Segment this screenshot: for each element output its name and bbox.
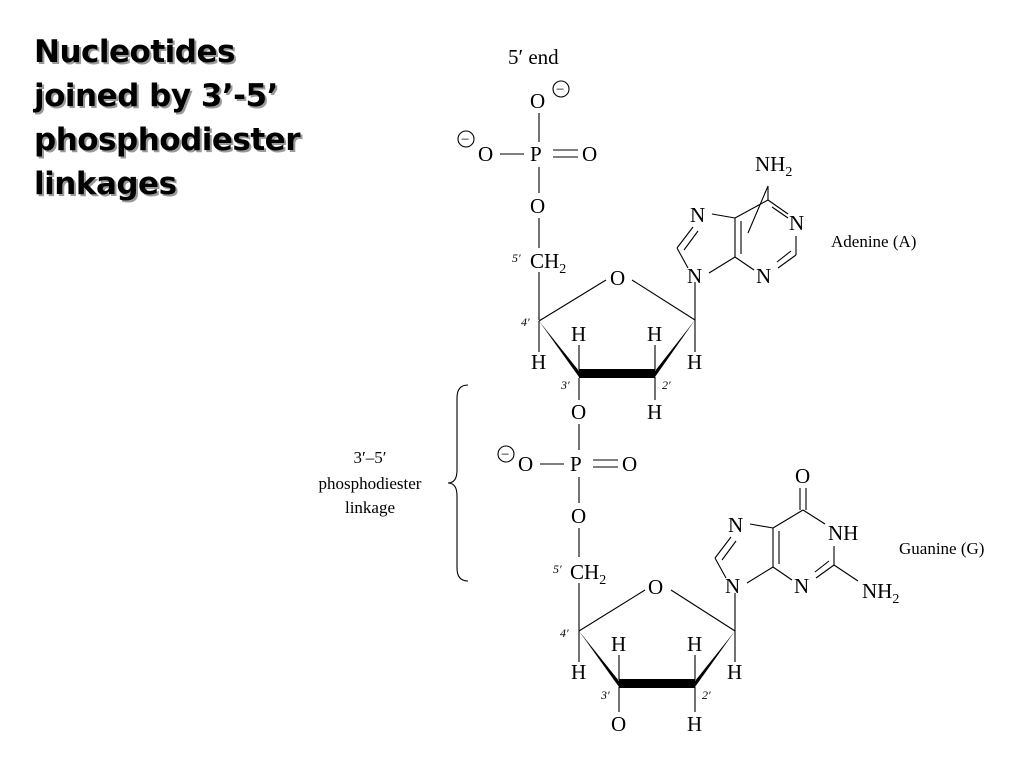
top-ribose-sugar: 5′ CH2 4′ O H H H H 3′ 2′ H	[512, 249, 702, 424]
top-phosphate-double-bond-oxygen: O	[582, 142, 597, 166]
bottom-ring-oxygen: O	[648, 575, 663, 599]
linkage-oxygen-negative-charge: −	[497, 445, 515, 463]
bottom-four-prime-label: 4′	[560, 626, 569, 640]
bottom-five-prime-label: 5′	[553, 562, 562, 576]
adenine-n9: N	[687, 264, 702, 288]
title-line-2: joined by 3’-5’	[34, 78, 278, 114]
svg-text:−: −	[461, 132, 469, 148]
left-oxygen-negative-charge: −	[457, 130, 475, 148]
top-phosphorus: P	[530, 142, 542, 166]
linkage-left-oxygen: O	[518, 452, 533, 476]
linkage-three-prime-oxygen: O	[571, 400, 586, 424]
five-prime-end-label: 5′ end	[508, 45, 559, 69]
top-three-prime-label: 3′	[560, 378, 570, 392]
top-ester-oxygen: O	[530, 194, 545, 218]
bottom-ch2: CH2	[570, 560, 606, 588]
adenine-label: Adenine (A)	[831, 232, 916, 251]
guanine-nh2: NH2	[862, 579, 899, 607]
adenine-n7: N	[690, 203, 705, 227]
linkage-double-bond-oxygen: O	[622, 452, 637, 476]
top-ch2: CH2	[530, 249, 566, 277]
bottom-h-2-up: H	[687, 632, 702, 656]
linkage-five-prime-oxygen: O	[571, 504, 586, 528]
guanine-n3: N	[794, 574, 809, 598]
bottom-h-1: H	[727, 660, 742, 684]
top-phosphate-group: O − − O P O O	[457, 80, 597, 248]
bottom-two-prime-label: 2′	[702, 688, 711, 702]
top-h-2-down: H	[647, 400, 662, 424]
top-h-4: H	[531, 350, 546, 374]
guanine-carbonyl-oxygen: O	[795, 464, 810, 488]
top-h-1: H	[687, 350, 702, 374]
top-ring-oxygen: O	[610, 266, 625, 290]
title-line-3: phosphodiester	[34, 122, 301, 158]
bottom-h-2-down: H	[687, 712, 702, 736]
top-two-prime-label: 2′	[662, 378, 671, 392]
top-oxygen-negative-charge: −	[552, 80, 570, 98]
guanine-label: Guanine (G)	[899, 539, 984, 558]
adenine-nh2: NH2	[755, 152, 792, 180]
slide-title: Nucleotides joined by 3’-5’ phosphodiest…	[34, 30, 301, 206]
bottom-h-4: H	[571, 660, 586, 684]
linkage-phosphate-group: O − O P O O	[497, 378, 637, 557]
guanine-n7: N	[728, 513, 743, 537]
top-h-3-up: H	[571, 322, 586, 346]
top-five-prime-label: 5′	[512, 251, 521, 265]
top-phosphate-oxygen: O	[530, 89, 545, 113]
linkage-label: 3′–5′ phosphodiester linkage	[319, 448, 422, 517]
svg-text:−: −	[556, 82, 564, 98]
adenine-n1: N	[789, 211, 804, 235]
guanine-base: O NH NH2 N N N	[714, 464, 899, 607]
svg-text:3′–5′: 3′–5′	[354, 448, 387, 467]
bottom-ribose-sugar: 5′ CH2 4′ O H H H H 3′ 2′ O H	[553, 560, 742, 736]
top-four-prime-label: 4′	[521, 315, 530, 329]
svg-text:−: −	[501, 447, 509, 463]
top-h-2-up: H	[647, 322, 662, 346]
adenine-n3: N	[756, 264, 771, 288]
linkage-brace	[447, 384, 469, 582]
adenine-base: NH2 N N N N	[676, 152, 804, 288]
title-line-4: linkages	[34, 166, 177, 202]
bottom-three-prime-label: 3′	[600, 688, 610, 702]
guanine-nh: NH	[828, 521, 858, 545]
bottom-three-prime-oxygen: O	[611, 712, 626, 736]
guanine-n9: N	[725, 574, 740, 598]
top-phosphate-left-oxygen: O	[478, 142, 493, 166]
svg-text:linkage: linkage	[345, 498, 395, 517]
svg-text:phosphodiester: phosphodiester	[319, 474, 422, 493]
linkage-phosphorus: P	[570, 452, 582, 476]
bottom-h-3-up: H	[611, 632, 626, 656]
title-line-1: Nucleotides	[34, 34, 235, 70]
